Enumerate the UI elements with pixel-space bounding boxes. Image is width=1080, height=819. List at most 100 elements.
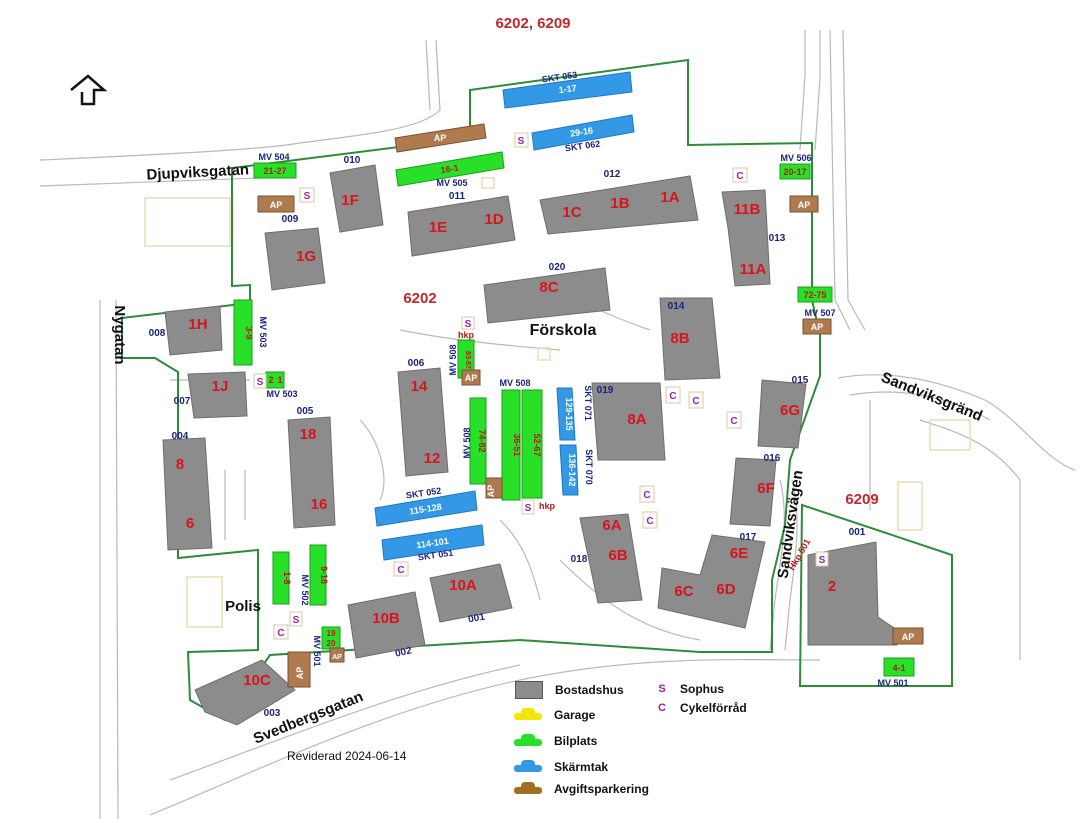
- carport-29-16: [531, 114, 635, 151]
- building-labels: 1F 1E 1D 1C 1B 1A 1G 1H 1J 11B 11A 8C 8B…: [176, 189, 836, 689]
- label-2: 2: [828, 578, 836, 595]
- building-6G: [757, 379, 807, 449]
- car-icon: [514, 760, 542, 774]
- area-6202: 6202: [403, 290, 436, 307]
- svg-text:SKT 071: SKT 071: [583, 385, 593, 421]
- housing-swatch: [515, 681, 543, 699]
- legend-bilplats: Bilplats: [554, 734, 598, 748]
- svg-text:SKT 052: SKT 052: [405, 486, 442, 501]
- road-lines: [39, 29, 1076, 819]
- code-labels: SKT 053 SKT 062 MV 504 MV 505 MV 506 MV …: [258, 70, 909, 688]
- label-6F: 6F: [757, 480, 775, 497]
- parking-21-27: [253, 162, 297, 179]
- building-6A-6B: [579, 513, 643, 604]
- building-1H: [164, 305, 223, 356]
- svg-text:MV 504: MV 504: [258, 152, 289, 162]
- svg-text:3-9: 3-9: [244, 326, 254, 339]
- north-arrow-icon: [70, 74, 108, 106]
- cykel-icon: C: [643, 490, 650, 501]
- svg-text:AP: AP: [811, 322, 824, 332]
- label-8C: 8C: [539, 279, 558, 296]
- svg-text:52-67: 52-67: [532, 433, 542, 456]
- svg-text:004: 004: [172, 431, 189, 442]
- car-icon: [514, 734, 542, 748]
- label-16: 16: [311, 496, 328, 513]
- label-6G: 6G: [780, 402, 800, 419]
- svg-text:9-18: 9-18: [319, 566, 329, 584]
- svg-text:83-87: 83-87: [464, 351, 471, 369]
- carport-114-101: [381, 524, 485, 561]
- svg-text:21-27: 21-27: [263, 166, 286, 176]
- svg-text:4-1: 4-1: [892, 663, 905, 673]
- svg-text:74-82: 74-82: [477, 429, 487, 452]
- parking-labels: 21-27 16-1 20-17 72-75 3-9 2 1 83-87 74-…: [244, 163, 906, 673]
- svg-text:MV 501: MV 501: [312, 635, 322, 666]
- place-forskola: Förskola: [530, 322, 597, 339]
- label-1D: 1D: [484, 211, 503, 228]
- svg-text:020: 020: [549, 262, 566, 273]
- svg-text:007: 007: [174, 396, 191, 407]
- revision-date: Reviderad 2024-06-14: [287, 749, 407, 763]
- place-polis: Polis: [225, 598, 261, 615]
- svg-text:MV 501: MV 501: [877, 678, 908, 688]
- svg-text:008: 008: [149, 328, 166, 339]
- parking-16-1: [395, 151, 505, 187]
- svg-text:29-16: 29-16: [569, 125, 593, 138]
- label-11B: 11B: [734, 201, 761, 218]
- symbol-letters: S S C S S S C C C C C C C S S: [257, 136, 826, 639]
- building-18-16: [287, 416, 336, 529]
- svg-text:SKT 051: SKT 051: [417, 548, 454, 563]
- legend-avgift: Avgiftsparkering: [554, 782, 649, 796]
- svg-text:AP: AP: [798, 200, 811, 210]
- svg-text:MV 503: MV 503: [258, 316, 268, 347]
- svg-text:19: 19: [327, 629, 336, 638]
- housing-buildings: [162, 164, 898, 726]
- svg-text:013: 013: [769, 233, 786, 244]
- sophus-icon: S: [465, 319, 472, 330]
- parking-3-9: [233, 299, 253, 366]
- carport-115-128: [374, 490, 478, 527]
- parking-74-82: [469, 397, 487, 485]
- legend-skarmtak: Skärmtak: [554, 760, 609, 774]
- svg-text:1-8: 1-8: [282, 571, 292, 584]
- car-icon: [514, 708, 542, 722]
- svg-text:014: 014: [668, 301, 685, 312]
- parking-36-51: [501, 389, 521, 501]
- address-labels: 010 011 012 009 013 020 014 008 006 007 …: [149, 155, 866, 719]
- svg-text:1-17: 1-17: [558, 83, 577, 95]
- building-1F: [329, 164, 384, 233]
- sophus-icon: S: [257, 377, 264, 388]
- svg-text:017: 017: [740, 532, 757, 543]
- svg-text:SKT 062: SKT 062: [564, 139, 601, 154]
- cykel-icon: C: [397, 565, 404, 576]
- svg-text:AP: AP: [486, 485, 496, 498]
- label-10C: 10C: [243, 672, 271, 689]
- sophus-icon: S: [518, 136, 525, 147]
- carports: [374, 71, 635, 561]
- neighbour-outlines: [144, 177, 971, 628]
- svg-text:20: 20: [327, 639, 336, 648]
- label-6E: 6E: [730, 545, 748, 562]
- building-8B: [659, 297, 721, 381]
- svg-text:2: 2: [268, 375, 273, 385]
- svg-text:005: 005: [297, 406, 314, 417]
- symbol-boxes: [253, 132, 829, 640]
- svg-text:009: 009: [282, 214, 299, 225]
- svg-text:MV 508: MV 508: [462, 427, 472, 458]
- fee-parking-labels: AP AP AP AP AP AP AP AP AP: [270, 133, 915, 679]
- label-10B: 10B: [372, 610, 400, 627]
- label-12: 12: [424, 450, 441, 467]
- building-1G: [264, 227, 326, 291]
- label-1A: 1A: [660, 189, 679, 206]
- building-10A: [429, 563, 513, 623]
- sophus-icon: S: [819, 555, 826, 566]
- building-10C: [194, 659, 296, 726]
- svg-text:MV 506: MV 506: [780, 153, 811, 163]
- building-8A: [591, 382, 666, 461]
- svg-text:114-101: 114-101: [416, 536, 450, 550]
- svg-text:015: 015: [792, 375, 809, 386]
- property-boundary: [121, 58, 953, 722]
- building-1C-1B-1A: [539, 175, 699, 235]
- label-1B: 1B: [610, 195, 629, 212]
- svg-text:20-17: 20-17: [783, 167, 806, 177]
